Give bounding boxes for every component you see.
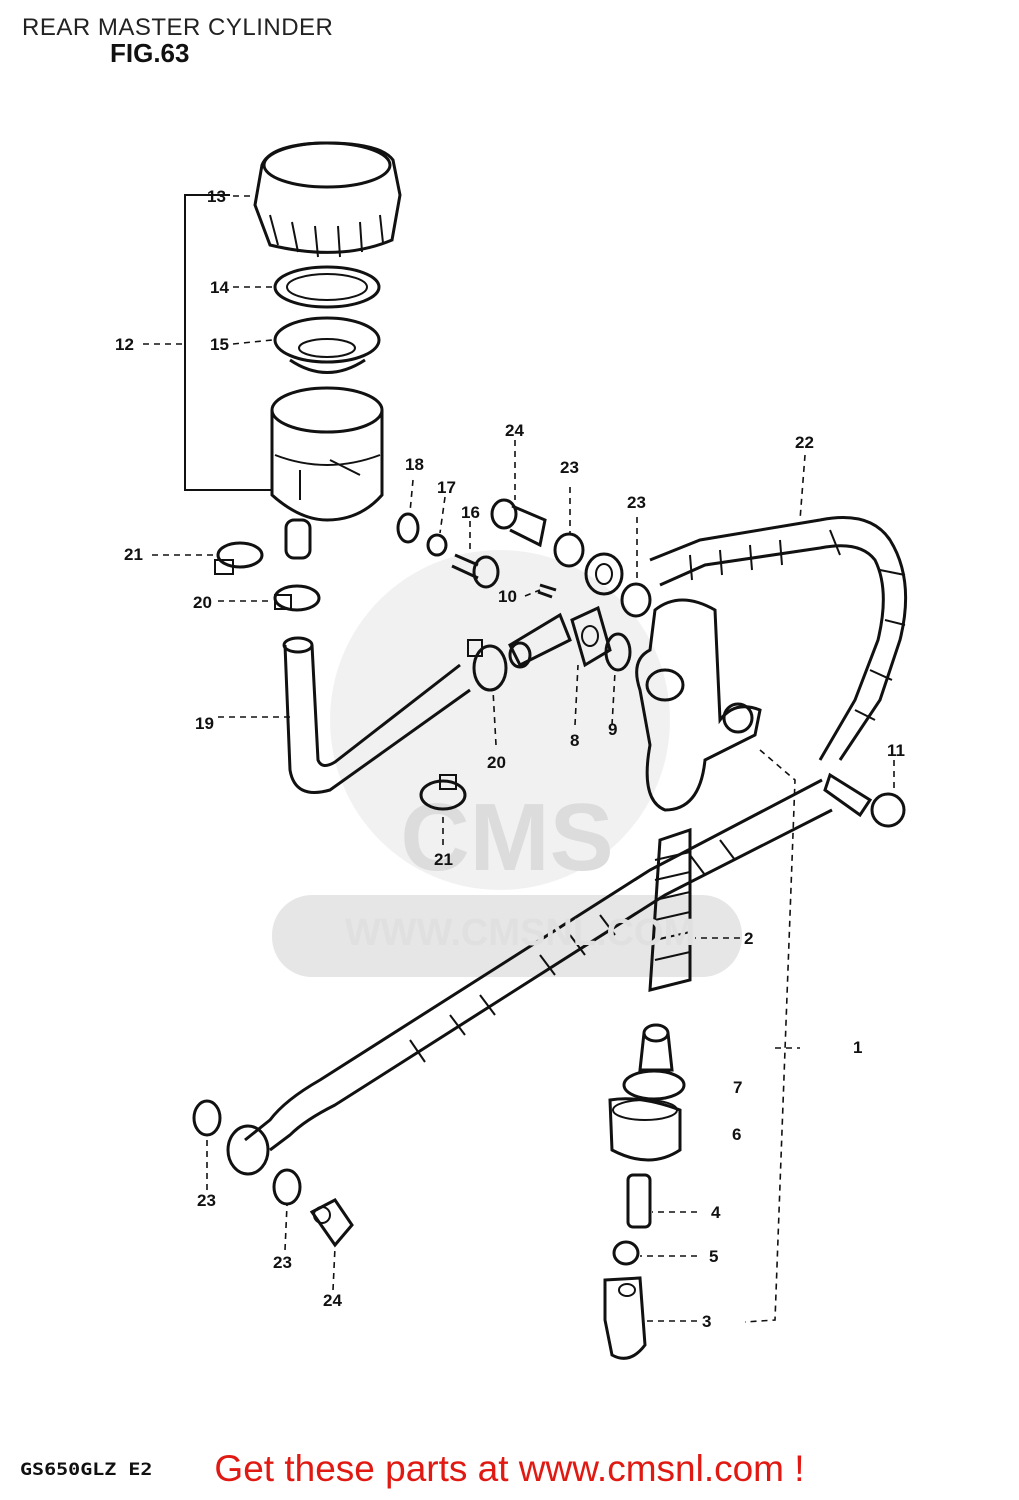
pushrod-4 <box>626 1173 652 1229</box>
callout-15: 15 <box>210 335 229 354</box>
gasket-23-lower-b <box>272 1168 302 1206</box>
callout-23-d: 23 <box>273 1253 292 1272</box>
callout-24-upper: 24 <box>505 421 524 440</box>
callout-17: 17 <box>437 478 456 497</box>
callout-20-upper: 20 <box>193 593 212 612</box>
callout-labels: 1 2 3 4 5 6 7 8 9 10 11 12 13 14 15 16 1… <box>115 187 905 1331</box>
gasket-23-lower-a <box>192 1099 222 1137</box>
callout-12: 12 <box>115 335 134 354</box>
reservoir-cap <box>253 141 402 258</box>
boot-6 <box>608 1097 682 1162</box>
callout-23-a: 23 <box>560 458 579 477</box>
callout-14: 14 <box>210 278 229 297</box>
watermark-logo: CMS <box>272 550 742 977</box>
callout-18: 18 <box>405 455 424 474</box>
piston-7 <box>622 1023 686 1101</box>
reservoir-diaphragm-plate <box>273 265 381 309</box>
model-code: GS650GLZ E2 <box>20 1458 153 1480</box>
assembly-bracket-1 <box>744 749 800 1323</box>
clevis-3 <box>603 1276 647 1360</box>
callout-23-b: 23 <box>627 493 646 512</box>
watermark-url: WWW.CMSNL.COM <box>344 912 696 954</box>
washer-18 <box>396 512 420 544</box>
union-bolt-24-upper <box>490 498 547 548</box>
gasket-23-upper-a <box>553 532 585 568</box>
callout-4: 4 <box>711 1203 721 1222</box>
leader-lines <box>143 195 895 1322</box>
master-cylinder-body <box>635 598 762 812</box>
callout-5: 5 <box>709 1247 718 1266</box>
callout-1: 1 <box>853 1038 862 1057</box>
gasket-23-upper-b <box>620 582 652 618</box>
reservoir-hose <box>282 636 471 794</box>
callout-20-lower: 20 <box>487 753 506 772</box>
connector-plate-8 <box>570 605 612 668</box>
callout-9: 9 <box>608 720 617 739</box>
reservoir-body <box>270 386 384 560</box>
bolt-16 <box>451 553 500 589</box>
callout-3: 3 <box>702 1312 711 1331</box>
union-bolt-11 <box>823 772 906 828</box>
reservoir-diaphragm <box>273 316 381 374</box>
assembly-bracket-12 <box>184 194 272 491</box>
hose-clamp-upper-2 <box>273 584 321 612</box>
callout-24-lower: 24 <box>323 1291 342 1310</box>
callout-13: 13 <box>207 187 226 206</box>
piston-spring <box>648 827 692 992</box>
brake-hose-upper <box>649 516 908 761</box>
callout-23-c: 23 <box>197 1191 216 1210</box>
callout-11: 11 <box>887 741 905 760</box>
callout-8: 8 <box>570 731 579 750</box>
hose-clamp-upper <box>214 541 264 575</box>
washer-17 <box>426 533 448 557</box>
page-title: REAR MASTER CYLINDER <box>22 14 334 41</box>
nut-5 <box>612 1240 640 1266</box>
union-fitting <box>584 552 624 596</box>
callout-21-lower: 21 <box>434 850 453 869</box>
callout-10: 10 <box>498 587 517 606</box>
callout-6: 6 <box>732 1125 741 1144</box>
callout-19: 19 <box>195 714 214 733</box>
callout-7: 7 <box>733 1078 742 1097</box>
o-ring-9 <box>604 632 632 672</box>
union-bolt-24-lower <box>309 1198 354 1248</box>
callout-2: 2 <box>744 929 753 948</box>
hose-clamp-lower <box>467 639 508 692</box>
screw-10 <box>537 583 557 599</box>
callout-16: 16 <box>461 503 480 522</box>
figure-number: FIG.63 <box>110 38 190 68</box>
footer-shop-link[interactable]: Get these parts at www.cmsnl.com ! <box>214 1448 805 1489</box>
hose-clamp-lower-2 <box>419 774 467 811</box>
hose-connector <box>508 612 572 669</box>
watermark-logo-text: CMS <box>400 784 613 891</box>
callout-21-upper: 21 <box>124 545 143 564</box>
callout-22: 22 <box>795 433 814 452</box>
brake-hose-lower <box>226 778 833 1176</box>
